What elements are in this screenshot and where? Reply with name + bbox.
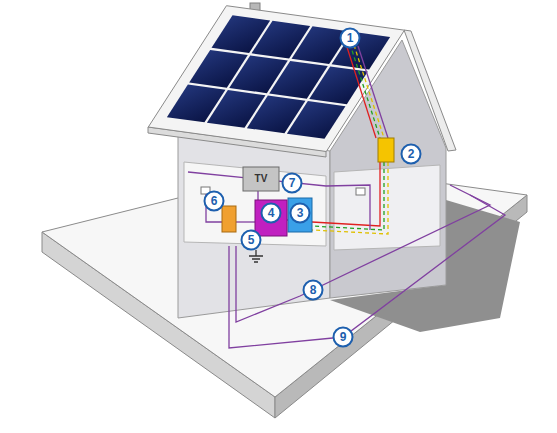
callout-number: 1 — [340, 28, 361, 49]
callout-number: 4 — [261, 203, 282, 224]
solar-array — [148, 6, 404, 152]
dc-wire — [354, 45, 384, 138]
tv-set — [243, 167, 279, 191]
callout-number: 5 — [241, 230, 262, 251]
callout-number: 7 — [282, 173, 303, 194]
device-label: TV — [253, 173, 270, 185]
ground-symbol — [249, 250, 263, 262]
dc-wire — [312, 162, 388, 234]
roof-surface — [148, 6, 404, 152]
dc-wire — [358, 46, 388, 138]
dc-wire — [350, 44, 380, 138]
callout-number: 8 — [303, 280, 324, 301]
side-wall — [178, 130, 330, 318]
equipment — [222, 138, 394, 262]
dc-wire — [312, 162, 384, 230]
callout-number: 2 — [401, 144, 422, 165]
solar-panel — [287, 101, 346, 139]
pv-junction-box — [378, 138, 394, 162]
wiring — [188, 44, 388, 250]
house-walls — [178, 40, 446, 318]
callout-number: 9 — [333, 327, 354, 348]
grid-line — [229, 195, 505, 348]
distribution-board — [222, 206, 236, 232]
ac-wire — [236, 221, 255, 222]
grid-lines — [229, 185, 505, 348]
outlet — [356, 188, 365, 195]
dc-wire — [346, 44, 376, 138]
callout-number: 3 — [290, 203, 311, 224]
inverter — [288, 198, 312, 232]
roof-edge — [404, 30, 456, 151]
roof — [148, 3, 456, 157]
grid-line — [236, 185, 490, 322]
meter-cabinet — [255, 200, 287, 236]
callout-number: 6 — [204, 191, 225, 212]
